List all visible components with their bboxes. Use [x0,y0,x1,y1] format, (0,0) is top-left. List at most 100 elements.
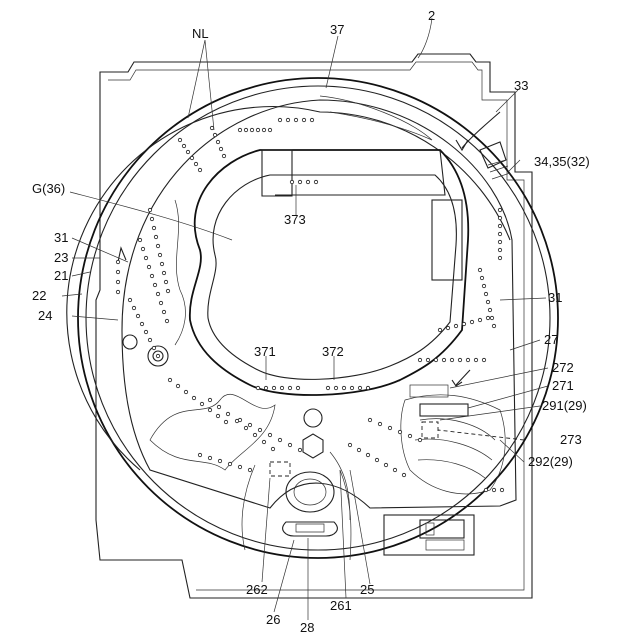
nail-pin [486,316,489,319]
label-372: 372 [322,344,344,359]
nail-pin [474,358,477,361]
label-273: 273 [560,432,582,447]
nail-pin [244,426,247,429]
nail-pin [482,358,485,361]
label-272: 272 [552,360,574,375]
nail-pin [148,208,151,211]
nail-pin [408,434,411,437]
nail-pin [310,118,313,121]
nail-pin [238,465,241,468]
nail-pin [192,396,195,399]
nail-pin [498,248,501,251]
lower-unit-slot [426,540,464,550]
nail-pin [208,398,211,401]
nail-pin [480,276,483,279]
nail-pin [478,318,481,321]
top-stage [275,150,445,195]
nail-pin [368,418,371,421]
nail-pin [262,128,265,131]
nail-pin [288,443,291,446]
nail-pin [384,463,387,466]
nail-pin [150,274,153,277]
nail-pin [288,386,291,389]
nail-pin [286,118,289,121]
nail-pin [147,265,150,268]
label-37: 37 [330,22,344,37]
nail-pin [200,402,203,405]
nail-pin [498,240,501,243]
nail-pin [168,378,171,381]
nail-pin [278,438,281,441]
attacker-271 [420,404,468,416]
nail-pin [208,408,211,411]
start-gate [304,409,322,427]
nail-pin [186,150,189,153]
nail-pin [298,448,301,451]
out-hole-28-inner [296,524,324,532]
nail-pin [398,430,401,433]
nail-pin [446,326,449,329]
nail-pin [298,180,301,183]
nail-pin [454,324,457,327]
nail-pin [156,244,159,247]
label-22: 22 [32,288,46,303]
label-21: 21 [54,268,68,283]
nail-pin [158,253,161,256]
label-271: 271 [552,378,574,393]
nail-pin [116,260,119,263]
nail-pin [498,224,501,227]
nail-pin [152,226,155,229]
arrow-27 [456,370,470,385]
wing-right [401,395,505,494]
nail-pin [153,283,156,286]
label-26: 26 [266,612,280,627]
nail-pin [198,168,201,171]
nail-pin [500,488,503,491]
nail-pin [290,180,293,183]
nail-pin [144,330,147,333]
nail-pin [462,322,465,325]
nail-pin [490,316,493,319]
nail-pin [244,128,247,131]
nail-pin [418,438,421,441]
nail-pin [226,412,229,415]
arrow-33-head [456,140,468,150]
nail-pin [450,358,453,361]
nail-pin [486,300,489,303]
rail-arrow [118,248,126,262]
label-34-35-32: 34,35(32) [534,154,590,169]
nail-pin [224,420,227,423]
nail-pin [162,271,165,274]
nail-pin [378,422,381,425]
pocket-25 [286,472,334,512]
label-NL: NL [192,26,209,41]
nail-pin [217,405,220,408]
nail-pin [253,433,256,436]
nail-pin [248,423,251,426]
nail-pin [262,440,265,443]
nail-pin [216,414,219,417]
nail-pin [366,386,369,389]
nail-pin [136,314,139,317]
nail-pin [306,180,309,183]
sensor-273 [422,422,438,438]
nail-pin [498,208,501,211]
nail-pin [366,453,369,456]
wing-right-feathers [415,419,495,478]
nail-pin [258,428,261,431]
nail-pin [498,232,501,235]
label-31-right: 31 [548,290,562,305]
nail-pin [194,162,197,165]
nail-pin [198,453,201,456]
side-character-panel [432,200,462,280]
nail-pin [294,118,297,121]
nail-pin [466,358,469,361]
nail-pin [210,126,213,129]
nail-pin [218,459,221,462]
nail-pin [148,338,151,341]
nail-pin [162,310,165,313]
wing-left [150,394,275,470]
nail-pin [272,386,275,389]
nail-pin [164,280,167,283]
